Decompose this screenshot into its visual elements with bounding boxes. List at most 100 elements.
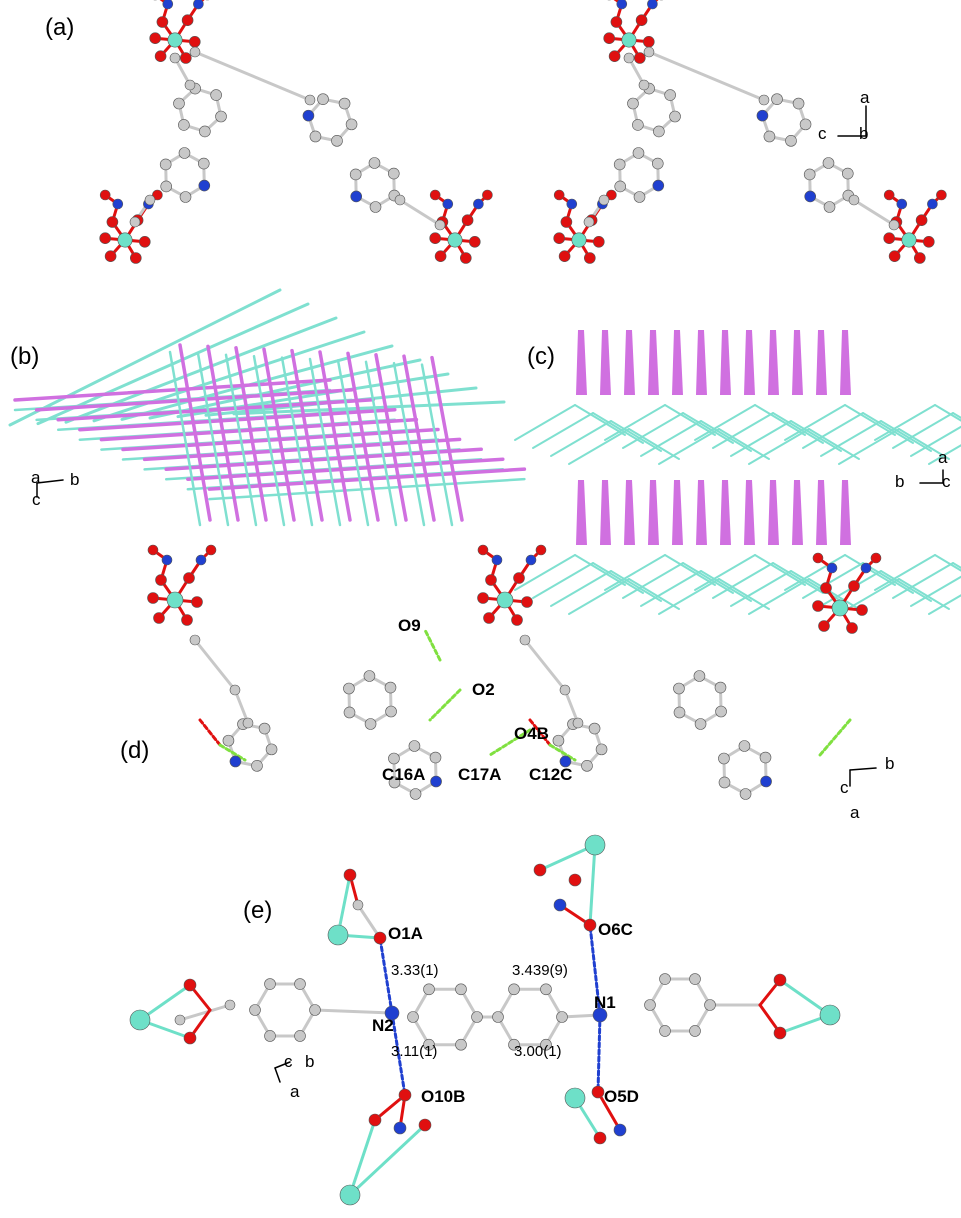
network-rod — [142, 437, 462, 462]
carbon-atom — [369, 201, 382, 213]
network-rod — [754, 554, 806, 586]
oxygen-atom — [106, 216, 119, 228]
network-rod — [234, 346, 268, 522]
oxygen-atom — [477, 592, 489, 604]
network-rod — [790, 420, 842, 452]
carbon-atom — [669, 110, 681, 123]
carbon-atom — [689, 1025, 701, 1037]
network-rod — [748, 578, 810, 615]
bond — [588, 843, 597, 927]
carbon-atom — [251, 760, 263, 772]
carbon-atom — [199, 125, 211, 138]
axis-b-label: b — [70, 470, 80, 489]
nitrogen-atom — [473, 198, 484, 210]
oxygen-atom — [343, 868, 357, 882]
carbon-atom — [189, 634, 201, 646]
network-rod — [792, 330, 803, 395]
network-rod — [610, 570, 662, 602]
network-rod — [336, 359, 370, 527]
carbon-atom — [638, 79, 650, 91]
carbon-atom — [559, 684, 571, 696]
carbon-atom — [179, 191, 192, 203]
network-rod — [658, 428, 720, 465]
metal-atom — [584, 834, 606, 856]
carbon-atom — [264, 978, 276, 990]
oxygen-atom — [922, 236, 935, 248]
axis-c-label: c — [942, 472, 951, 491]
carbon-atom — [632, 147, 645, 159]
nitrogen-atom — [193, 0, 204, 10]
bond — [233, 688, 250, 725]
network-rod — [862, 562, 914, 594]
bond — [647, 50, 766, 102]
carbon-atom — [210, 89, 222, 101]
carbon-atom — [343, 682, 355, 695]
network-rod — [592, 562, 644, 594]
network-rod — [840, 480, 851, 545]
network-rod — [290, 348, 324, 522]
carbon-atom — [492, 1011, 504, 1023]
oxygen-atom — [181, 614, 193, 626]
carbon-atom — [304, 94, 316, 106]
metal-atom — [117, 232, 133, 248]
network-rod — [34, 388, 354, 412]
nitrogen-atom — [647, 0, 658, 10]
hbond — [596, 1013, 602, 1094]
carbon-atom — [785, 135, 797, 147]
carbon-atom — [614, 180, 627, 193]
metal-atom — [167, 32, 183, 48]
network-rod — [730, 420, 792, 457]
oxygen-atom — [915, 214, 928, 226]
axis-b-label: b — [895, 472, 905, 491]
nitrogen-atom — [161, 554, 173, 566]
atom-label-n1: N1 — [594, 993, 616, 1012]
oxygen-atom — [883, 232, 896, 244]
carbon-atom — [265, 743, 278, 756]
carbon-atom — [174, 1014, 186, 1026]
network-rod — [604, 554, 666, 591]
network-rod — [768, 480, 779, 545]
network-rod — [168, 350, 202, 527]
oxygen-atom — [483, 612, 495, 624]
network-rod — [640, 570, 702, 607]
metal-atom — [129, 1009, 151, 1031]
nitrogen-atom — [553, 898, 567, 912]
network-rod — [808, 578, 860, 610]
oxygen-atom — [482, 189, 493, 201]
carbon-atom — [508, 1038, 520, 1051]
carbon-atom — [407, 1011, 419, 1023]
carbon-atom — [264, 1030, 276, 1042]
oxygen-atom — [429, 189, 441, 201]
axis-c-label: c — [32, 490, 41, 509]
oxygen-atom — [368, 1113, 382, 1127]
network-rod — [624, 330, 635, 395]
nitrogen-atom — [525, 554, 537, 566]
nitrogen-atom — [804, 190, 817, 203]
network-rod — [880, 420, 932, 452]
metal-atom — [621, 32, 637, 48]
network-rod — [892, 562, 954, 599]
carbon-atom — [388, 776, 401, 789]
network-rod — [402, 354, 436, 522]
carbon-atom — [184, 79, 196, 91]
carbon-atom — [363, 670, 376, 682]
network-rod — [744, 480, 755, 545]
hbond — [428, 688, 462, 722]
carbon-atom — [409, 788, 422, 800]
hbond — [588, 923, 602, 1017]
network-rod — [694, 404, 756, 441]
network-rod — [514, 554, 576, 591]
oxygen-atom — [812, 600, 824, 612]
network-rod — [718, 428, 770, 460]
network-rod — [208, 477, 526, 501]
carbon-atom — [758, 94, 770, 106]
metal-atom — [166, 591, 184, 609]
network-rod — [664, 404, 716, 436]
atom-label-o6c: O6C — [598, 920, 633, 939]
network-rod — [392, 361, 426, 527]
network-rod — [568, 428, 630, 465]
network-rod — [610, 420, 662, 452]
carbon-atom — [229, 684, 241, 696]
carbon-atom — [349, 168, 362, 181]
network-rod — [816, 480, 827, 545]
